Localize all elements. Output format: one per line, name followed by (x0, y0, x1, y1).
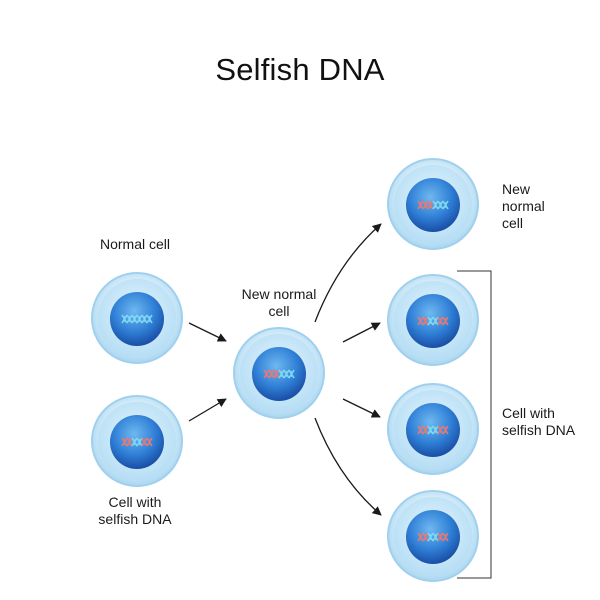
label-new-normal-cell-right: New normal cell (502, 181, 545, 231)
arrow-to-selfish-3 (314, 417, 382, 516)
nucleus (406, 403, 460, 457)
dna-helix-icon (417, 425, 449, 435)
dna-helix-icon (121, 314, 153, 324)
label-normal-cell: Normal cell (99, 236, 170, 252)
nucleus (110, 292, 164, 346)
dna-helix-icon (417, 532, 449, 542)
cell-selfish-right-1 (387, 274, 479, 366)
cell-selfish-right-3 (387, 490, 479, 582)
label-new-normal-cell-center: New normal cell (241, 286, 317, 319)
label-cell-with-selfish-dna-left: Cell with selfish DNA (98, 494, 172, 527)
dna-helix-icon (263, 369, 295, 379)
cell-selfish-left (91, 395, 183, 487)
arrow-selfish-to-new (188, 398, 227, 422)
dna-helix-icon (417, 200, 449, 210)
nucleus (110, 415, 164, 469)
cell-new-normal-center (233, 327, 325, 419)
nucleus (406, 510, 460, 564)
label-cell-with-selfish-dna-right: Cell with selfish DNA (502, 405, 576, 438)
cell-normal (91, 272, 183, 364)
arrow-to-selfish-1 (342, 322, 381, 343)
nucleus (252, 347, 306, 401)
dna-helix-icon (121, 437, 153, 447)
cell-selfish-right-2 (387, 383, 479, 475)
nucleus (406, 294, 460, 348)
nucleus (406, 178, 460, 232)
arrow-to-selfish-2 (342, 398, 381, 418)
arrow-normal-to-new (188, 322, 227, 342)
arrow-to-new-normal-right (314, 223, 382, 323)
cell-new-normal-right (387, 158, 479, 250)
diagram-title: Selfish DNA (215, 52, 385, 87)
dna-helix-icon (417, 316, 449, 326)
selfish-dna-bracket (457, 270, 492, 579)
